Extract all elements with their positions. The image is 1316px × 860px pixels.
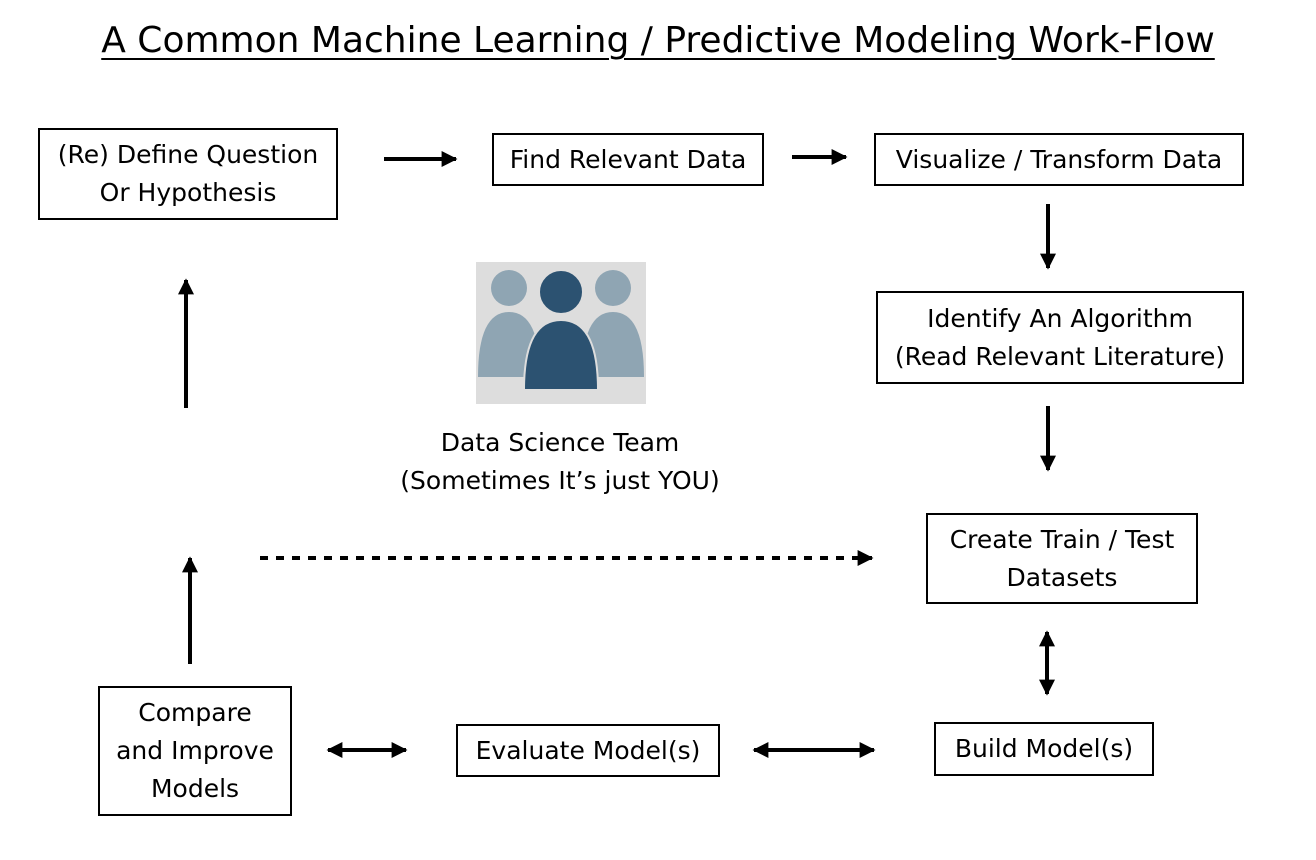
team-caption: Data Science Team (Sometimes It’s just Y…	[360, 424, 760, 500]
step-create-datasets: Create Train / Test Datasets	[926, 513, 1198, 604]
person-center-head	[538, 269, 584, 315]
step-compare-models-line3: Models	[150, 774, 240, 803]
step-evaluate-model: Evaluate Model(s)	[456, 724, 720, 777]
step-compare-models-line2: and Improve	[116, 736, 274, 765]
person-left-body	[478, 312, 540, 377]
step-compare-models: Compare and Improve Models	[98, 686, 292, 816]
team-caption-line1: Data Science Team	[440, 428, 680, 457]
step-define-question-line2: Or Hypothesis	[99, 178, 277, 207]
step-define-question-line1: (Re) Define Question	[57, 140, 319, 169]
step-find-data-label: Find Relevant Data	[509, 144, 747, 174]
step-compare-models-line1: Compare	[138, 698, 252, 727]
team-caption-line2: (Sometimes It’s just YOU)	[400, 466, 720, 495]
step-identify-algorithm-line2: (Read Relevant Literature)	[894, 341, 1226, 371]
step-visualize-transform-label: Visualize / Transform Data	[895, 144, 1223, 174]
step-evaluate-model-label: Evaluate Model(s)	[475, 735, 701, 765]
step-create-datasets-line1: Create Train / Test	[949, 524, 1175, 554]
step-identify-algorithm-line1: Identify An Algorithm	[927, 303, 1193, 333]
people-group-icon	[478, 269, 644, 391]
step-find-data: Find Relevant Data	[492, 133, 764, 186]
person-right-head	[595, 270, 631, 306]
step-build-model: Build Model(s)	[934, 722, 1154, 776]
step-define-question: (Re) Define Question Or Hypothesis	[38, 128, 338, 220]
person-right-body	[582, 312, 644, 377]
step-visualize-transform: Visualize / Transform Data	[874, 133, 1244, 186]
step-identify-algorithm: Identify An Algorithm (Read Relevant Lit…	[876, 291, 1244, 384]
team-image	[476, 262, 646, 404]
step-create-datasets-line2: Datasets	[1006, 562, 1118, 592]
person-center-body	[522, 318, 600, 391]
person-left-head	[491, 270, 527, 306]
step-build-model-label: Build Model(s)	[954, 734, 1134, 763]
diagram-title: A Common Machine Learning / Predictive M…	[101, 20, 1215, 61]
